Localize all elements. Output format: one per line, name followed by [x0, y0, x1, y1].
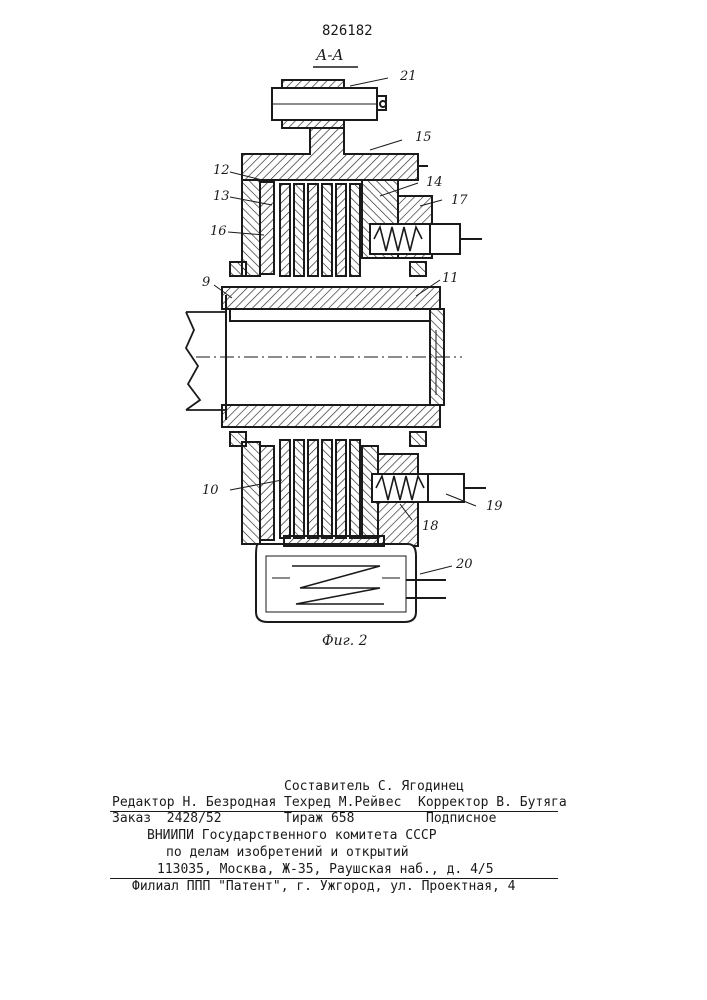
- circulation-line: Тираж 658: [284, 812, 354, 826]
- org-line-2: по делам изобретений и открытий: [166, 846, 409, 860]
- order-line: Заказ 2428/52: [112, 812, 222, 826]
- callout-16: 16: [210, 225, 227, 239]
- callout-13: 13: [213, 190, 230, 204]
- callout-19: 19: [486, 500, 503, 514]
- housing-part-15: [242, 128, 418, 180]
- callout-14: 14: [426, 176, 443, 190]
- callout-15: 15: [415, 131, 432, 145]
- section-label: А-А: [316, 48, 344, 62]
- upper-disc-pack: [280, 184, 360, 276]
- corrector-line: Корректор В. Бутяга: [418, 796, 567, 810]
- callout-11: 11: [442, 272, 459, 286]
- org-line-1: ВНИИПИ Государственного комитета СССР: [147, 829, 437, 843]
- callout-9: 9: [202, 276, 210, 290]
- callout-12: 12: [213, 164, 230, 178]
- address-line: 113035, Москва, Ж-35, Раушская наб., д. …: [157, 863, 494, 877]
- callout-20: 20: [456, 558, 473, 572]
- compiler-line: Составитель С. Ягодинец: [284, 780, 464, 794]
- callout-10: 10: [202, 484, 219, 498]
- lever-eye: [272, 80, 386, 128]
- callout-18: 18: [422, 520, 439, 534]
- callout-17: 17: [451, 194, 468, 208]
- lower-disc-pack: [280, 440, 360, 538]
- editor-line: Редактор Н. Безродная: [112, 796, 276, 810]
- subscription-line: Подписное: [426, 812, 496, 826]
- shaft: [186, 312, 226, 410]
- techred-line: Техред М.Рейвес: [284, 796, 401, 810]
- branch-line: Филиал ППП "Патент", г. Ужгород, ул. Про…: [132, 880, 516, 894]
- figure-caption: Фиг. 2: [322, 634, 368, 648]
- callout-21: 21: [400, 70, 417, 84]
